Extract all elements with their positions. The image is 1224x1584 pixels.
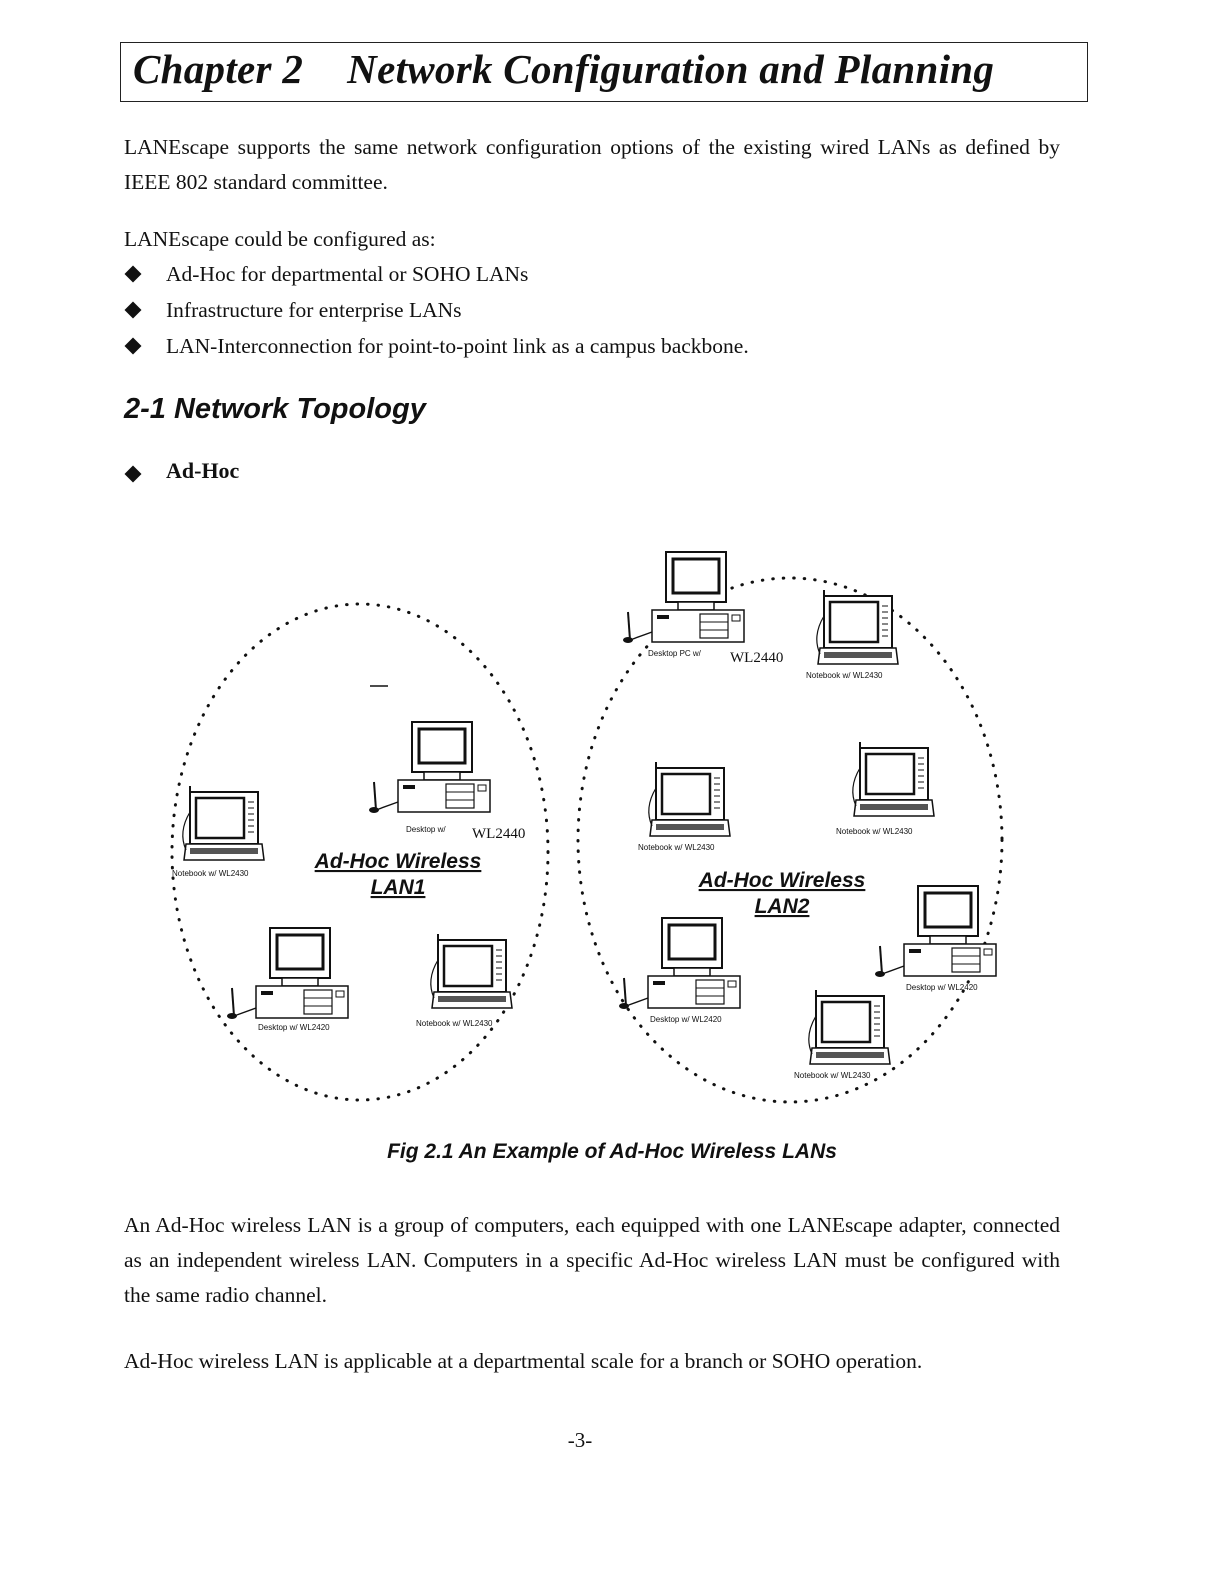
lan1-notebook-left-label: Notebook w/ WL2430 — [172, 869, 249, 878]
configuration-list: Ad-Hoc for departmental or SOHO LANs Inf… — [124, 256, 749, 364]
desktop-computer-icon — [621, 550, 746, 645]
lan2-notebook-bottom-label: Notebook w/ WL2430 — [794, 1071, 871, 1080]
lan2-notebook-top-label: Notebook w/ WL2430 — [806, 671, 883, 680]
figure-caption: Fig 2.1 An Example of Ad-Hoc Wireless LA… — [387, 1140, 837, 1163]
desktop-computer-icon — [617, 916, 742, 1011]
notebook-computer-icon — [815, 588, 900, 666]
notebook-computer-icon — [851, 740, 936, 818]
chapter-title: Chapter 2 Network Configuration and Plann… — [133, 45, 994, 93]
lan2-desktop-top-model: WL2440 — [730, 650, 783, 666]
chapter-header-box: Chapter 2 Network Configuration and Plann… — [120, 42, 1088, 102]
lan2-notebook-mid-left-label: Notebook w/ WL2430 — [638, 843, 715, 852]
chapter-number: Chapter 2 — [133, 46, 304, 92]
section-heading: 2-1 Network Topology — [124, 393, 426, 425]
lan2-boundary — [576, 576, 1004, 1104]
desktop-computer-icon — [873, 884, 998, 979]
notebook-computer-icon — [647, 760, 732, 838]
notebook-computer-icon — [807, 988, 892, 1066]
lan2-desktop-top-prefix: Desktop PC w/ — [648, 649, 702, 658]
lan1-desktop-bottom-label: Desktop w/ WL2420 — [258, 1023, 330, 1032]
lan1-desktop-top-model: WL2440 — [472, 826, 525, 842]
notebook-computer-icon — [181, 784, 266, 862]
lan1-label-line1: Ad-Hoc Wireless — [314, 850, 482, 873]
lan1-notebook-bottom-label: Notebook w/ WL2430 — [416, 1019, 493, 1028]
body-paragraph: Ad-Hoc wireless LAN is applicable at a d… — [124, 1349, 923, 1373]
lan1-boundary — [170, 602, 550, 1102]
lan2-notebook-mid-right-label: Notebook w/ WL2430 — [836, 827, 913, 836]
configured-as-text: LANEscape could be configured as: — [124, 227, 436, 251]
chapter-name: Network Configuration and Planning — [347, 46, 995, 92]
lan1-desktop-top-prefix: Desktop w/ — [406, 825, 446, 834]
page-number: -3- — [567, 1428, 593, 1452]
lan1-label-line2: LAN1 — [371, 876, 426, 899]
list-item: Ad-Hoc for departmental or SOHO LANs — [124, 256, 749, 292]
subsection-heading: Ad-Hoc — [124, 458, 239, 484]
lan2-label-line1: Ad-Hoc Wireless — [698, 869, 866, 892]
body-paragraph: An Ad-Hoc wireless LAN is a group of com… — [124, 1213, 1060, 1307]
lan2-label-line2: LAN2 — [755, 895, 810, 918]
lan2-desktop-right-label: Desktop w/ WL2420 — [906, 983, 978, 992]
desktop-computer-icon — [367, 720, 492, 815]
lan2-desktop-bottom-label: Desktop w/ WL2420 — [650, 1015, 722, 1024]
list-item: LAN-Interconnection for point-to-point l… — [124, 328, 749, 364]
desktop-computer-icon — [225, 926, 350, 1021]
intro-paragraph: LANEscape supports the same network conf… — [124, 135, 1060, 194]
list-item: Infrastructure for enterprise LANs — [124, 292, 749, 328]
notebook-computer-icon — [429, 932, 514, 1010]
